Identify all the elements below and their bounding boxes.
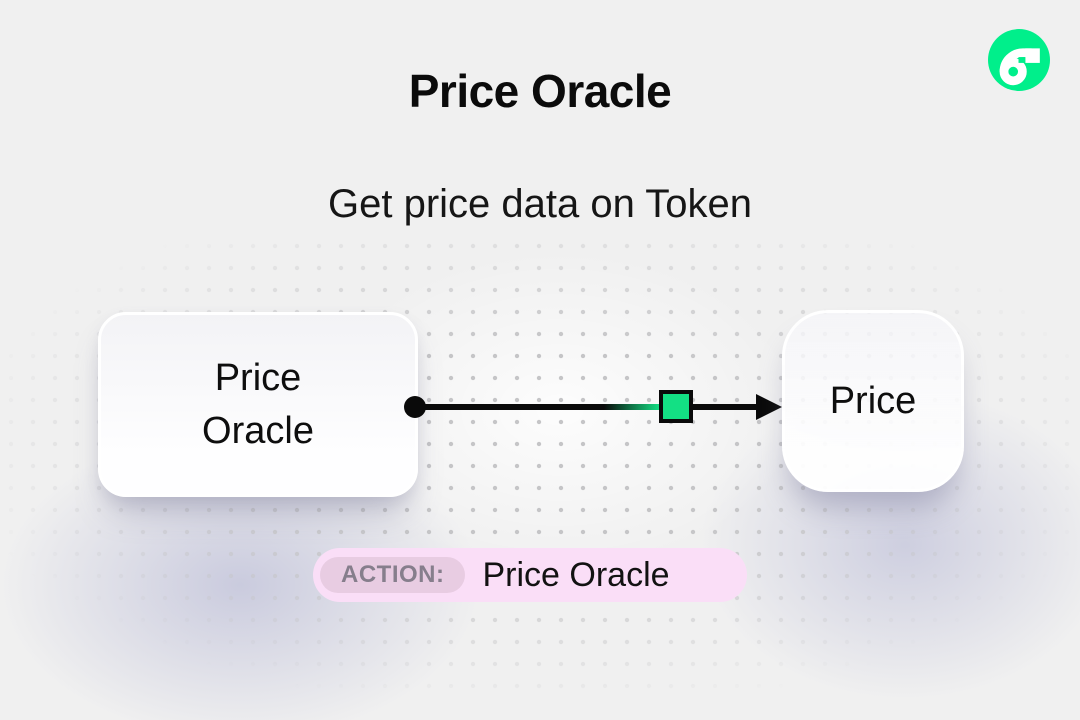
page-subtitle: Get price data on Token [328,182,752,226]
action-badge-label: ACTION: [320,557,466,593]
action-badge: ACTION: Price Oracle [313,548,747,602]
connector-square-marker [659,390,693,423]
page-title: Price Oracle [408,65,672,117]
node-price-oracle: Price Oracle [98,312,418,497]
node-price: Price [782,310,964,492]
connector-line [413,404,758,410]
node-price-oracle-label: Price Oracle [202,357,314,452]
node-price-label: Price [829,379,917,422]
flow-logo-icon [988,29,1050,91]
connector-green-fade [604,404,660,410]
connector-arrowhead-icon [756,394,782,420]
action-badge-value: Price Oracle [482,555,670,594]
